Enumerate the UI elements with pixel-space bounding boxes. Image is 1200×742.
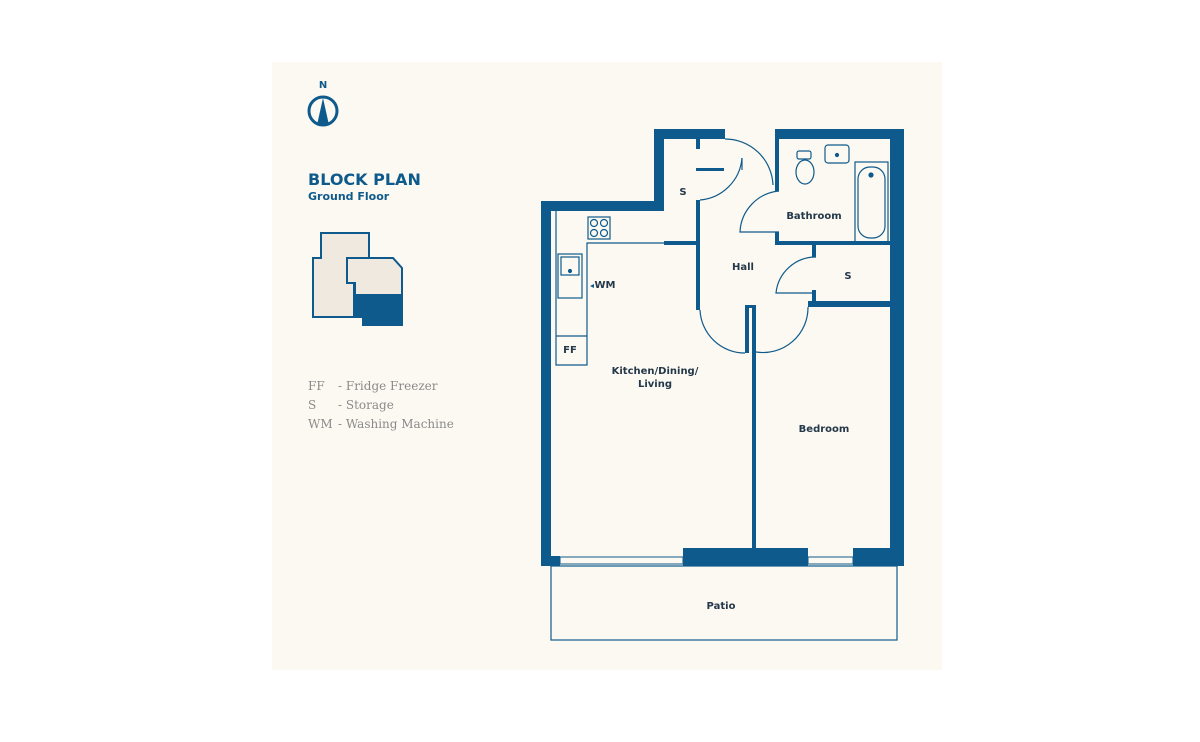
outer-walls: [541, 129, 904, 566]
room-label-bedroom: Bedroom: [799, 424, 850, 435]
basin-icon: [824, 144, 850, 164]
room-label-storage: S: [679, 187, 686, 198]
room-label-kitchen: Kitchen/Dining/: [612, 366, 699, 377]
room-label-kitchen-living: Living: [638, 379, 672, 390]
north-compass-icon: N: [307, 80, 339, 127]
legend-meaning: - Fridge Freezer: [338, 379, 438, 393]
door-swings: [699, 138, 817, 354]
wm-arrow-icon: [590, 284, 594, 288]
room-label-bathroom: Bathroom: [786, 211, 841, 222]
room-label-patio: Patio: [707, 601, 736, 612]
bathroom-fittings: [795, 144, 889, 243]
legend-abbr: WM: [308, 417, 333, 431]
sink-icon: [557, 253, 583, 299]
compass-label: N: [319, 80, 327, 91]
legend-abbr: FF: [308, 379, 325, 393]
kitchen-units: [555, 211, 664, 366]
toilet-icon: [795, 150, 815, 185]
legend-abbr: S: [308, 398, 316, 412]
room-label-hall: Hall: [732, 262, 754, 273]
hob-icon: [587, 216, 611, 240]
block-plan-subtitle: Ground Floor: [308, 190, 390, 203]
legend: FF - Fridge Freezer S - Storage WM - Was…: [308, 379, 454, 431]
bath-icon: [854, 161, 889, 243]
block-plan-title: BLOCK PLAN: [308, 170, 421, 189]
label-fridge-freezer: FF: [563, 345, 577, 356]
windows: [559, 556, 854, 565]
inner-walls: [664, 139, 890, 556]
room-label-storage: S: [844, 271, 851, 282]
label-washing-machine: WM: [595, 280, 616, 291]
legend-meaning: - Storage: [338, 398, 394, 412]
legend-meaning: - Washing Machine: [338, 417, 454, 431]
block-plan-diagram: [312, 232, 403, 326]
